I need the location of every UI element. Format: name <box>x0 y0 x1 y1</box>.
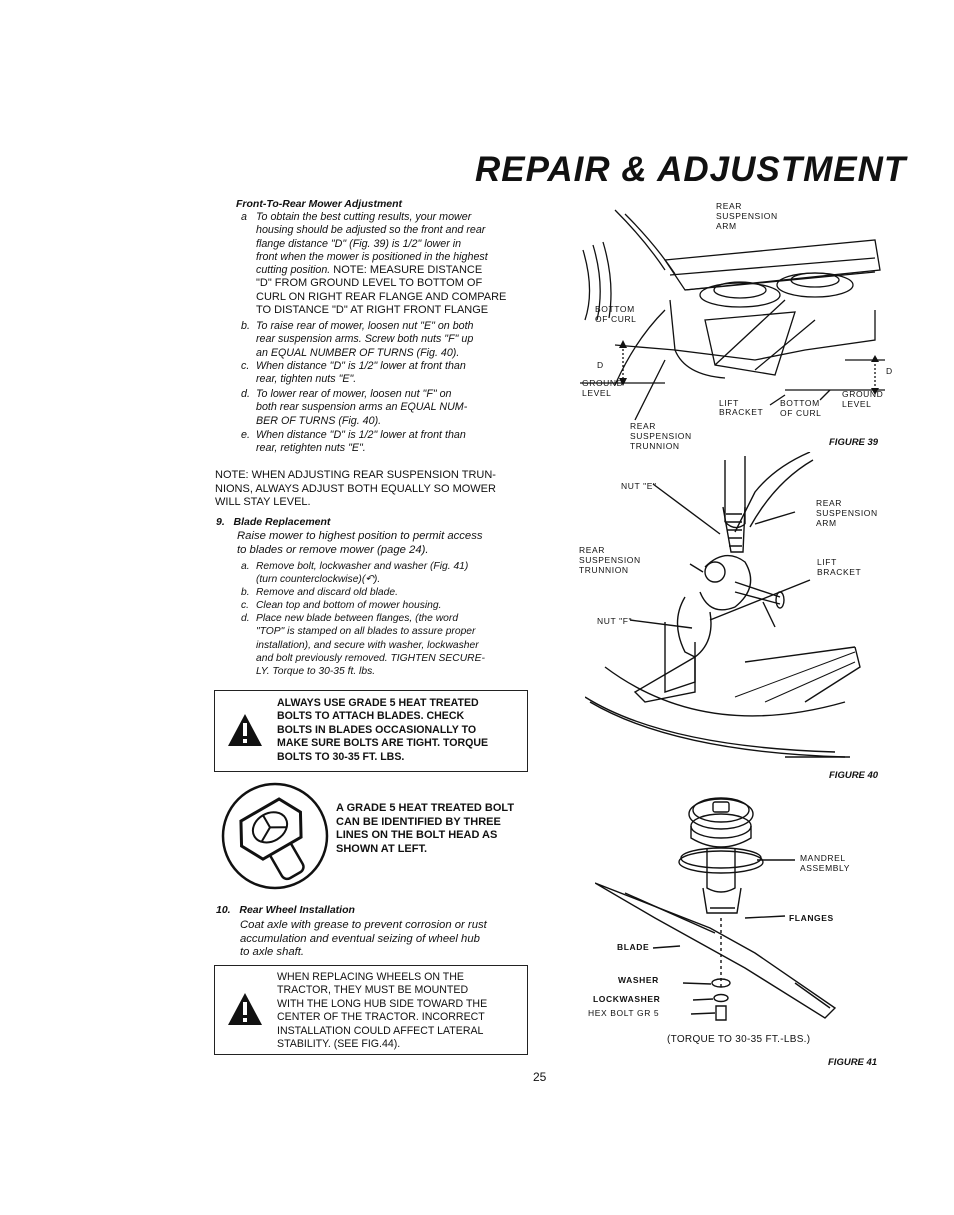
fig39-label-ground-right: GROUND LEVEL <box>842 389 884 409</box>
fig41-label-lockwasher: LOCKWASHER <box>593 994 661 1004</box>
blade-intro: Raise mower to highest position to permi… <box>237 530 483 556</box>
fig41-label-washer: WASHER <box>618 975 659 985</box>
step-e: e. When distance "D" is 1/2" lower at fr… <box>241 429 466 455</box>
fig39-label-lift-bracket: LIFT BRACKET <box>719 398 764 417</box>
figure-41-caption: FIGURE 41 <box>828 1057 878 1068</box>
fig40-label-lift-bracket: LIFT BRACKET <box>817 557 862 577</box>
fig39-label-trunnion: REAR SUSPENSION TRUNNION <box>630 421 692 451</box>
fig39-label-d-left: D <box>597 360 604 370</box>
section-heading-wheel: 10. Rear Wheel Installation <box>216 904 355 916</box>
fig41-label-hex-bolt: HEX BOLT GR 5 <box>588 1008 660 1018</box>
bolt-identification-text: A GRADE 5 HEAT TREATED BOLT CAN BE IDENT… <box>336 802 515 855</box>
step-a: a To obtain the best cutting results, yo… <box>241 211 507 317</box>
figure-39-illustration <box>580 209 885 421</box>
fig41-label-mandrel: MANDREL ASSEMBLY <box>800 853 850 873</box>
blade-step-b: b. Remove and discard old blade. <box>241 587 398 598</box>
fig40-label-rear-arm: REAR SUSPENSION ARM <box>816 498 878 528</box>
section-heading-blade: 9. Blade Replacement <box>216 516 331 528</box>
fig41-label-blade: BLADE <box>617 942 650 952</box>
figure-41-illustration <box>595 797 837 1021</box>
blade-step-d: d. Place new blade between flanges, (the… <box>241 613 485 678</box>
blade-step-a: a. Remove bolt, lockwasher and washer (F… <box>241 561 469 586</box>
fig39-label-bottom-curl-left: BOTTOM OF CURL <box>595 304 637 324</box>
fig39-label-ground-left: GROUND LEVEL <box>582 378 624 398</box>
figure-40-illustration <box>585 452 861 758</box>
page-title: REPAIR & ADJUSTMENT <box>475 150 907 189</box>
warning-triangle-icon <box>228 993 262 1025</box>
wheel-text: Coat axle with grease to prevent corrosi… <box>240 919 487 958</box>
fig41-torque-note: (TORQUE TO 30-35 FT.-LBS.) <box>667 1034 811 1045</box>
page-number: 25 <box>533 1070 547 1084</box>
fig39-label-bottom-curl-right: BOTTOM OF CURL <box>780 398 822 418</box>
blade-bolt-warning: ALWAYS USE GRADE 5 HEAT TREATED BOLTS TO… <box>214 690 528 772</box>
grade-5-bolt-icon <box>221 782 329 890</box>
step-c: c. When distance "D" is 1/2" lower at fr… <box>241 360 466 386</box>
fig40-label-nut-f: NUT "F" <box>597 616 633 626</box>
wheel-warning: WHEN REPLACING WHEELS ON THE TRACTOR, TH… <box>214 965 528 1055</box>
warning-triangle-icon <box>228 714 262 746</box>
step-d: d. To lower rear of mower, loosen nut "F… <box>241 388 468 427</box>
fig39-label-rear-arm: REAR SUSPENSION ARM <box>716 201 778 231</box>
blade-step-c: c. Clean top and bottom of mower housing… <box>241 600 442 611</box>
figure-39-caption: FIGURE 39 <box>829 437 879 448</box>
fig40-label-nut-e: NUT "E" <box>621 481 657 491</box>
section-heading-front-rear: Front-To-Rear Mower Adjustment <box>236 198 403 210</box>
fig41-label-flanges: FLANGES <box>789 913 834 923</box>
fig40-label-trunnion: REAR SUSPENSION TRUNNION <box>579 545 641 575</box>
step-b: b. To raise rear of mower, loosen nut "E… <box>241 320 474 359</box>
figure-40-caption: FIGURE 40 <box>829 770 879 781</box>
suspension-note: NOTE: WHEN ADJUSTING REAR SUSPENSION TRU… <box>215 469 496 508</box>
fig39-label-d-right: D <box>886 366 893 376</box>
